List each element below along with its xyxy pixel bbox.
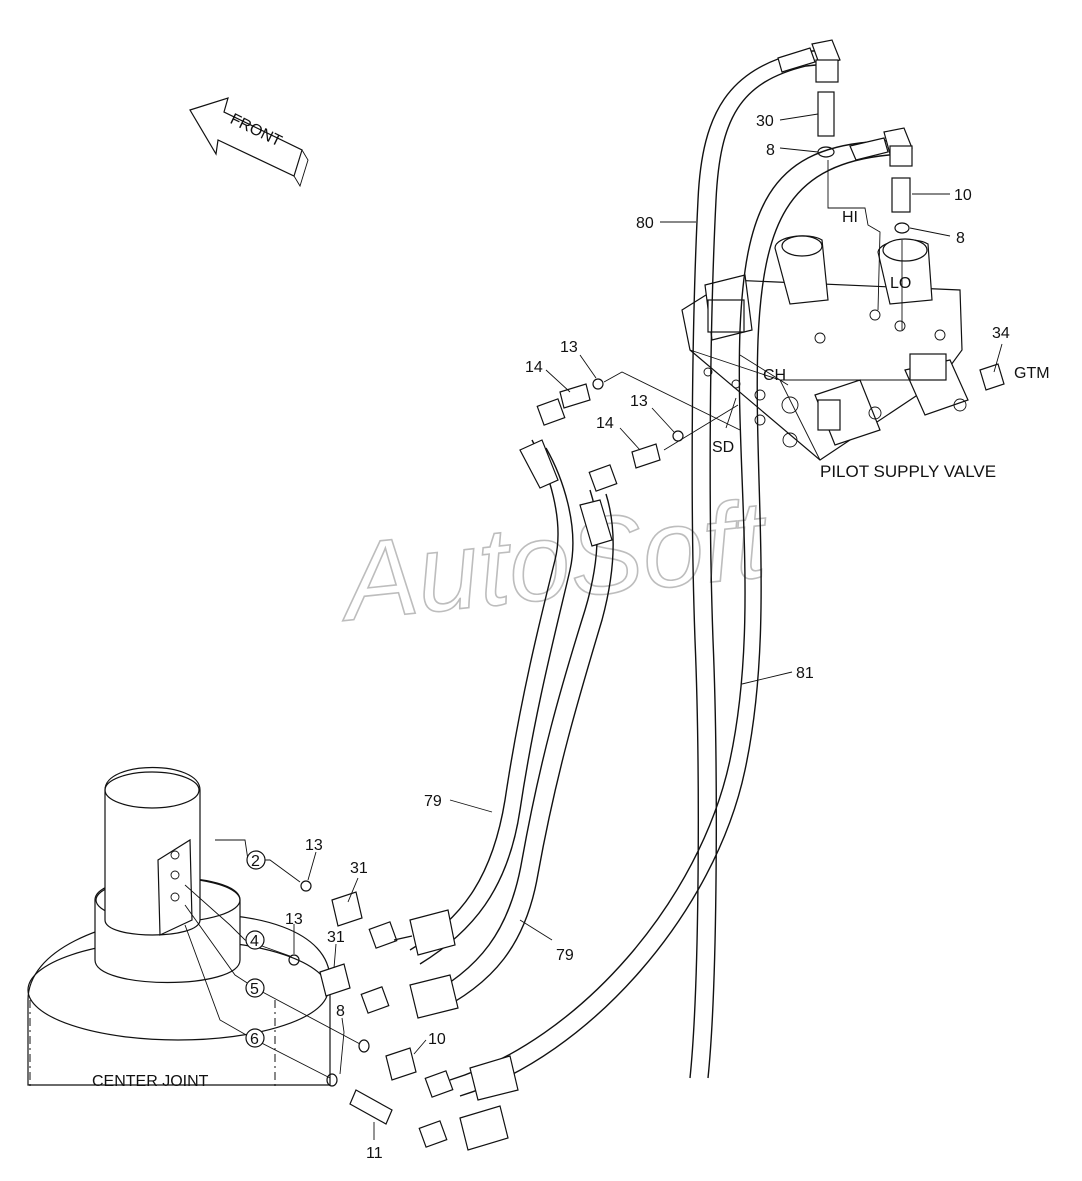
pilot-supply-valve: PILOT SUPPLY VALVE <box>681 235 996 481</box>
callout-79-a: 79 <box>424 793 442 810</box>
callout-8-right: 8 <box>956 230 965 247</box>
port-label-gtm: GTM <box>1014 365 1050 382</box>
hose-end-fittings <box>360 909 519 1151</box>
callout-13-c: 13 <box>305 837 323 854</box>
callout-8-bottom: 8 <box>336 1003 345 1020</box>
svg-text:4: 4 <box>250 933 259 950</box>
front-label: FRONT <box>227 111 284 151</box>
port-label-hi: HI <box>842 209 858 226</box>
port-circle-5: 5 <box>245 978 265 998</box>
hose-79-a <box>409 439 574 965</box>
svg-text:2: 2 <box>251 853 260 870</box>
port-circle-2: 2 <box>246 850 266 870</box>
hose-79-b <box>419 489 614 1015</box>
front-arrow-icon: FRONT <box>189 97 309 188</box>
callout-10-top: 10 <box>954 187 972 204</box>
svg-text:5: 5 <box>250 981 259 998</box>
callout-14-b: 14 <box>596 415 614 432</box>
watermark: AutoSoft <box>332 477 775 645</box>
callout-34: 34 <box>992 325 1010 342</box>
callout-14-a: 14 <box>525 359 543 376</box>
callout-79-b: 79 <box>556 947 574 964</box>
callout-11: 11 <box>366 1145 383 1162</box>
callout-81: 81 <box>796 665 814 682</box>
callout-10-bottom: 10 <box>428 1031 446 1048</box>
center-joint: CENTER JOINT <box>27 767 331 1090</box>
callout-13-b: 13 <box>630 393 648 410</box>
port-label-lo: LO <box>890 275 911 292</box>
callout-31-b: 31 <box>327 929 345 946</box>
port-circle-4: 4 <box>245 930 265 950</box>
callout-31-a: 31 <box>350 860 368 877</box>
center-joint-label: CENTER JOINT <box>92 1073 209 1090</box>
valve-label: PILOT SUPPLY VALVE <box>820 462 996 481</box>
port-label-sd: SD <box>712 439 734 456</box>
callout-8-top: 8 <box>766 142 775 159</box>
lower-fittings <box>288 880 417 1125</box>
callout-13-d: 13 <box>285 911 303 928</box>
callout-13-a: 13 <box>560 339 578 356</box>
svg-text:6: 6 <box>250 1031 259 1048</box>
callout-30: 30 <box>756 113 774 130</box>
hose-81 <box>449 127 913 1097</box>
callout-80: 80 <box>636 215 654 232</box>
hose-80 <box>689 39 841 1079</box>
port-circle-6: 6 <box>245 1028 265 1048</box>
